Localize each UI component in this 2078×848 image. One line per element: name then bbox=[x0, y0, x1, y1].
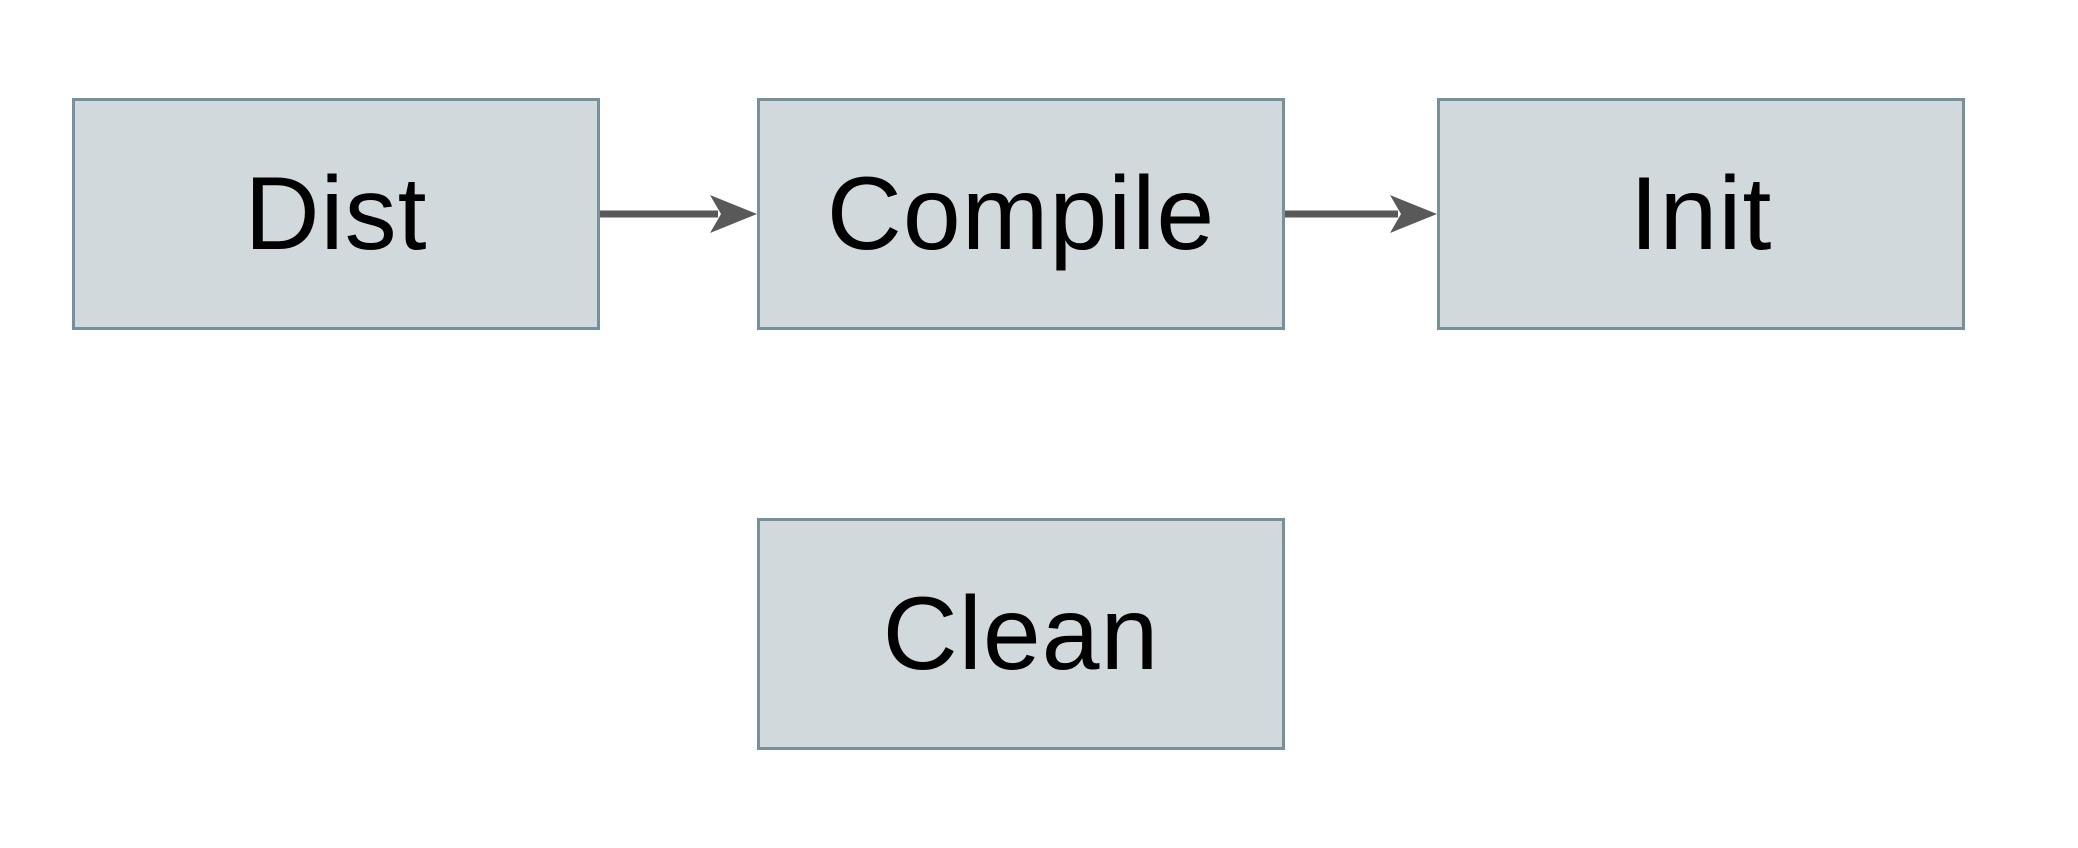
node-compile-label: Compile bbox=[826, 156, 1216, 272]
node-clean[interactable]: Clean bbox=[757, 518, 1285, 750]
node-compile[interactable]: Compile bbox=[757, 98, 1285, 330]
node-init-label: Init bbox=[1629, 156, 1773, 272]
node-dist-label: Dist bbox=[244, 156, 428, 272]
node-init[interactable]: Init bbox=[1437, 98, 1965, 330]
node-dist[interactable]: Dist bbox=[72, 98, 600, 330]
arrow-compile-to-init bbox=[1285, 195, 1437, 233]
arrow-dist-to-compile bbox=[600, 195, 757, 233]
node-clean-label: Clean bbox=[882, 576, 1160, 692]
